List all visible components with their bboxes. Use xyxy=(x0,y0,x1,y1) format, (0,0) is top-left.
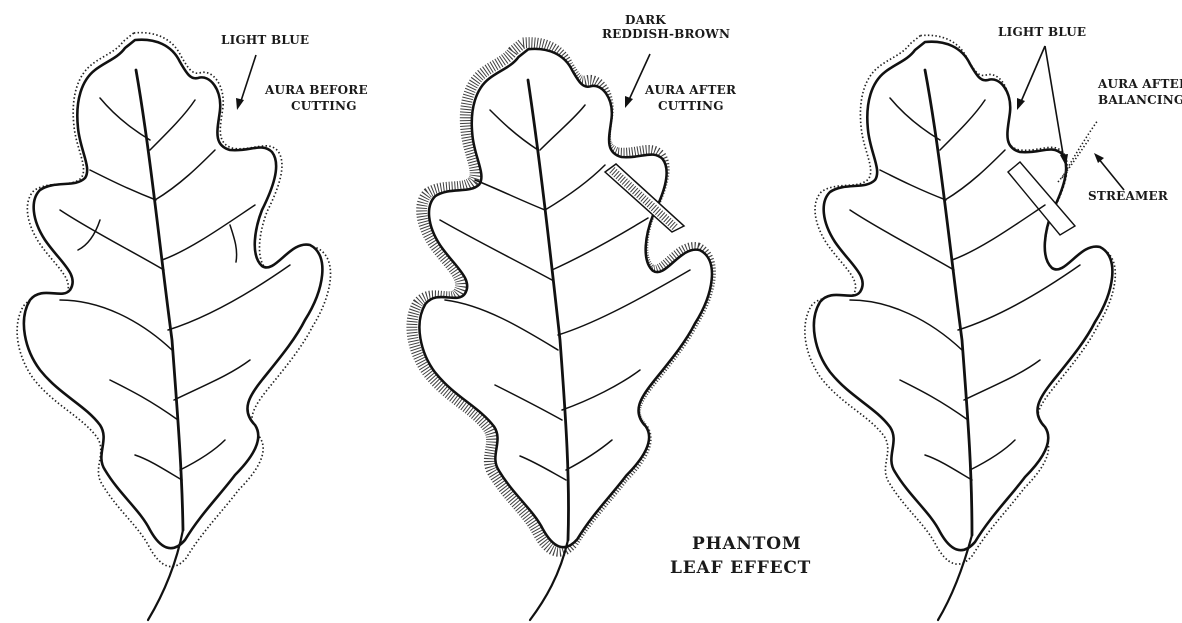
arrow-light-blue-right-2 xyxy=(1045,46,1064,160)
label-aura-before-cutting-2: CUTTING xyxy=(291,100,357,114)
arrowhead xyxy=(236,98,244,110)
label-aura-after-balancing-2: BALANCING xyxy=(1098,94,1182,108)
arrow-streamer xyxy=(1098,158,1124,190)
figure-title-line-1: PHANTOM xyxy=(692,535,801,555)
label-light-blue-left: LIGHT BLUE xyxy=(221,34,309,48)
label-reddish-brown: REDDISH-BROWN xyxy=(602,28,730,42)
label-aura-after-cutting-2: CUTTING xyxy=(658,100,724,114)
leaf-before-cutting xyxy=(17,33,330,620)
arrow-light-blue-right-1 xyxy=(1020,46,1045,104)
label-aura-after-cutting-1: AURA AFTER xyxy=(645,84,736,98)
leaf-after-cutting xyxy=(412,43,712,620)
leaf-after-balancing xyxy=(805,35,1115,620)
label-aura-after-balancing-1: AURA AFTER xyxy=(1098,78,1182,92)
leaf-outline-cut xyxy=(419,49,712,547)
arrowhead xyxy=(1094,153,1104,163)
label-streamer: STREAMER xyxy=(1088,190,1168,204)
figure-title-line-2: LEAF EFFECT xyxy=(670,559,811,579)
leaf-outline xyxy=(24,40,323,549)
arrowhead xyxy=(1017,98,1025,110)
arrowhead xyxy=(625,96,633,108)
arrow-light-blue-left xyxy=(240,55,256,104)
label-dark-1: DARK xyxy=(625,14,666,28)
label-aura-before-cutting-1: AURA BEFORE xyxy=(265,84,368,98)
label-light-blue-right: LIGHT BLUE xyxy=(998,26,1086,40)
